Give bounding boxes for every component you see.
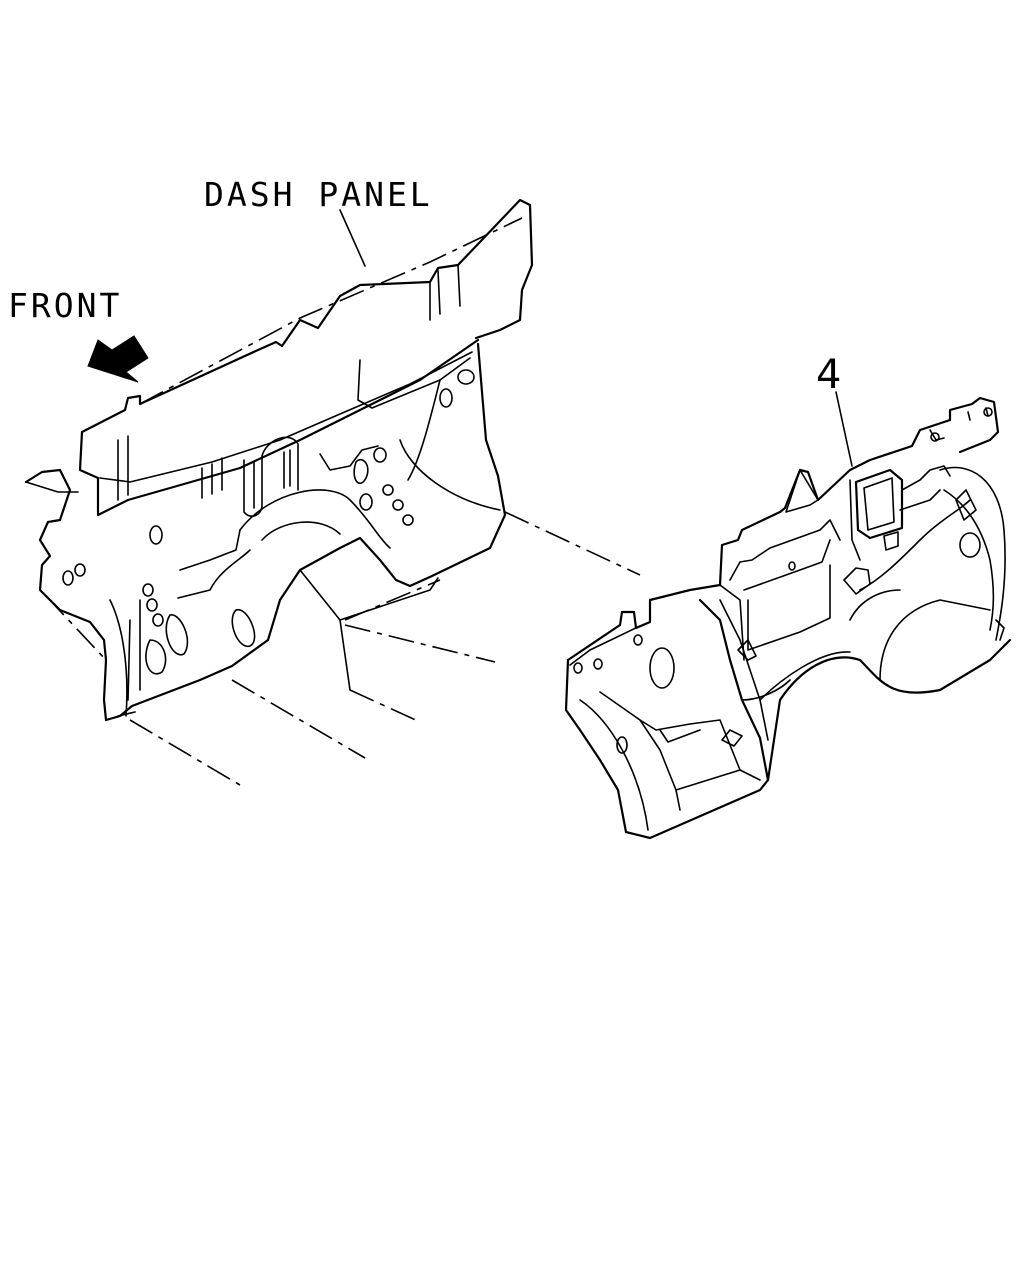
dash-panel-drawing bbox=[24, 198, 641, 786]
front-arrow-icon bbox=[87, 335, 149, 383]
part-4-leader bbox=[835, 391, 853, 467]
dash-panel-label: DASH PANEL bbox=[204, 175, 433, 214]
part-4-drawing bbox=[564, 396, 1012, 840]
part-number-4-label: 4 bbox=[816, 352, 841, 398]
front-label: FRONT bbox=[8, 286, 122, 325]
dash-panel-leader bbox=[339, 209, 366, 267]
